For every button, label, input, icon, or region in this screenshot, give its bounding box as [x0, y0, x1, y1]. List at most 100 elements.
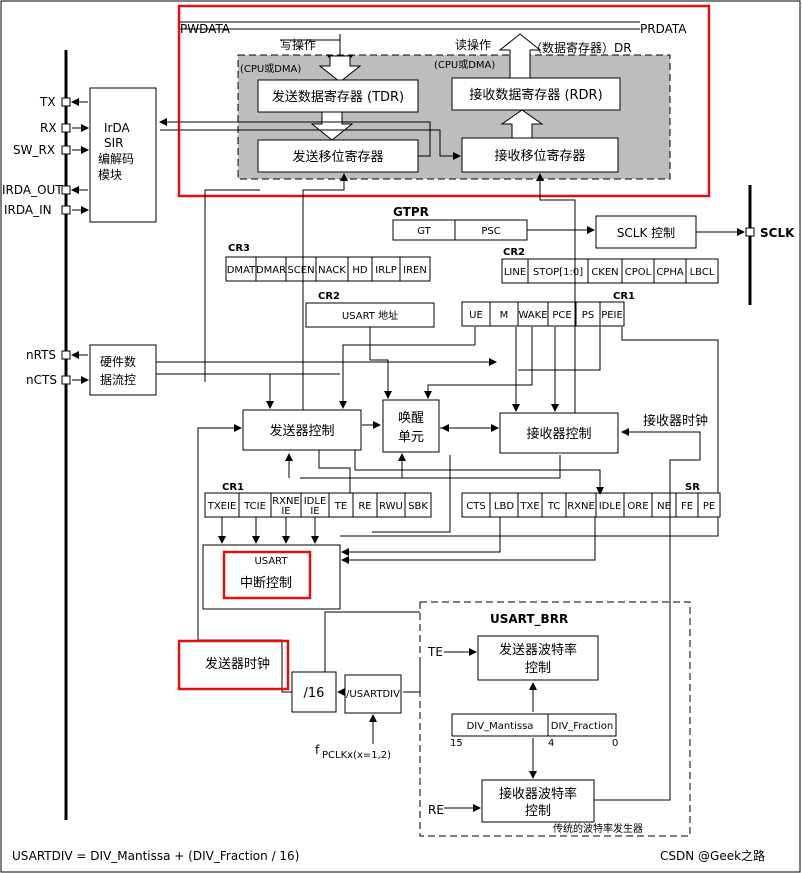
sr-bit: RXNE — [567, 501, 595, 512]
brr-bit4: 4 — [548, 738, 554, 749]
cr3-cell — [399, 256, 431, 282]
tx-control-box — [242, 409, 362, 451]
sclk-control-label: SCLK 控制 — [617, 226, 675, 240]
rdr-label: 接收数据寄存器 (RDR) — [469, 87, 602, 103]
cr1-bottom-cell — [352, 492, 378, 518]
cr1-bottom-bit: TCIE — [243, 501, 266, 512]
rx-control-label: 接收器控制 — [526, 426, 591, 442]
cr1-bottom-bit: RXNE — [272, 496, 300, 507]
irq-label: 中断控制 — [240, 576, 292, 591]
cr1-bottom-label: CR1 — [222, 482, 244, 493]
sr-bit: ORE — [627, 501, 648, 512]
tx-clock-label: 发送器时钟 — [205, 656, 270, 672]
cr3-bit: DMAR — [256, 265, 286, 276]
pin-rx-label: RX — [40, 121, 57, 135]
cr2-top-bit: STOP[1:0] — [533, 267, 583, 278]
div-mantissa-label: DIV_Mantissa — [467, 721, 534, 732]
wakeup-label-2: 单元 — [398, 430, 424, 445]
cr3-cell — [315, 256, 349, 282]
cr3-bit: SCEN — [287, 265, 314, 276]
cr1-top-bit: PCE — [552, 310, 571, 321]
irq-usart-label: USART — [254, 556, 288, 567]
cr1-bottom-cell — [300, 492, 330, 518]
sr-cell — [697, 492, 721, 518]
rx-baud-label-1: 接收器波特率 — [499, 786, 577, 802]
cr2-top-cell — [685, 258, 719, 284]
brr-label: USART_BRR — [490, 612, 568, 627]
rx-clock-label: 接收器时钟 — [643, 413, 708, 429]
rdr-box — [451, 77, 621, 111]
tx-shift-register-label: 发送移位寄存器 — [292, 149, 383, 165]
cr1-bottom-bit: IE — [281, 506, 290, 517]
brr-re-label: RE — [428, 803, 444, 817]
irda-label-4: 模块 — [98, 168, 122, 182]
pin-irda-out-label: IRDA_OUT — [2, 183, 63, 197]
cr2-top-bit: CPOL — [625, 267, 652, 278]
cr1-bottom-bit: IDLE — [304, 496, 327, 507]
cr1-bottom-bit: RE — [358, 501, 371, 512]
pin-sclk — [745, 227, 755, 237]
div-fraction-label: DIV_Fraction — [551, 721, 613, 732]
cr3-bit: IREN — [403, 265, 427, 276]
rx-shift-register-box — [461, 137, 619, 173]
brr-te-label: TE — [427, 645, 443, 659]
gtpr-label: GTPR — [393, 205, 429, 219]
pwdata-label: PWDATA — [180, 22, 231, 36]
cr1-top-cell — [575, 301, 601, 327]
cr1-bottom-cell — [376, 492, 406, 518]
cr2-top-cell — [587, 258, 623, 284]
cr1-bottom-cell — [204, 492, 240, 518]
sr-cell — [565, 492, 597, 518]
cr2-addr-label: CR2 — [318, 291, 340, 302]
rx-control-box — [499, 412, 619, 454]
cr1-bottom-bit: RWU — [379, 501, 403, 512]
wakeup-label-1: 唤醒 — [398, 411, 424, 426]
sr-cell — [595, 492, 625, 518]
pin-ncts: nCTS — [26, 373, 71, 387]
cr1-top-cell — [489, 301, 519, 327]
sr-cell — [541, 492, 567, 518]
pin-nrts-label: nRTS — [26, 348, 56, 362]
cr1-top-bit: UE — [469, 310, 483, 321]
cr2-top-bit: LINE — [504, 267, 526, 278]
rx-shift-register-label: 接收移位寄存器 — [494, 148, 585, 164]
sr-bit: LBD — [494, 501, 514, 512]
sr-bit: TXE — [519, 501, 539, 512]
read-op-label: 读操作 — [455, 37, 491, 52]
cr2-top-cell — [653, 258, 687, 284]
sr-bit: FE — [681, 501, 693, 512]
pin-nrts: nRTS — [26, 348, 71, 362]
cr3-cell — [285, 256, 317, 282]
cr1-top-cell — [461, 301, 491, 327]
data-register-dr-label: （数据寄存器）DR — [530, 40, 632, 55]
highlight-tx-clock — [177, 639, 290, 691]
cr1-top-cell — [599, 301, 625, 327]
sr-bit: TC — [547, 501, 561, 512]
wakeup-unit-box — [382, 399, 440, 453]
pin-sw-rx: SW_RX — [13, 143, 71, 157]
tx-baud-label-1: 发送器波特率 — [499, 642, 577, 658]
tdr-box — [257, 79, 419, 113]
prdata-label: PRDATA — [640, 22, 687, 36]
rx-baud-control-box — [481, 779, 595, 823]
div16-label: /16 — [304, 686, 325, 701]
cr1-bottom-bit: TE — [334, 501, 347, 512]
highlight-interrupt — [222, 550, 312, 600]
sr-bit: NE — [657, 501, 671, 512]
tx-baud-label-2: 控制 — [525, 661, 551, 676]
cr1-bottom-cell — [238, 492, 272, 518]
cr3-bit: DMAT — [227, 265, 256, 276]
sr-cell — [517, 492, 543, 518]
pin-tx: TX — [39, 95, 71, 109]
cr1-top-bit: PEIE — [601, 310, 623, 321]
pin-sw-rx-label: SW_RX — [13, 143, 55, 157]
cr2-top-cell — [527, 258, 589, 284]
tx-control-label: 发送器控制 — [269, 423, 334, 439]
div-fraction-cell — [547, 713, 617, 737]
sr-bit: IDLE — [599, 501, 622, 512]
cr1-bottom-bit: IE — [310, 506, 319, 517]
